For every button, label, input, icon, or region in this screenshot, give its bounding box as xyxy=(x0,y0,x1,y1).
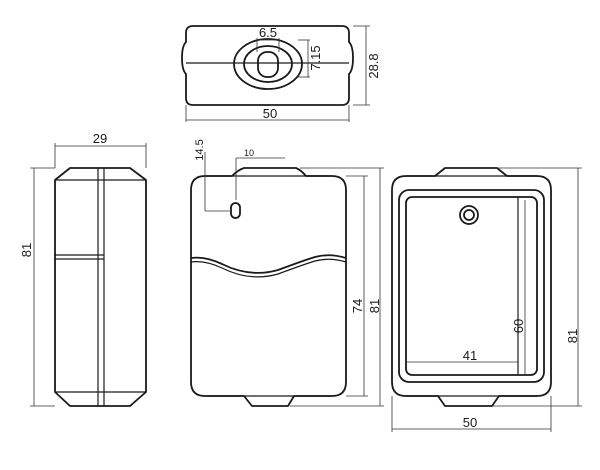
dim-label-front-hole-offset-x: 10 xyxy=(244,148,254,158)
top-view-outer-boss xyxy=(233,38,303,90)
back-view-rim-inner xyxy=(405,196,538,376)
front-view: 14.5 10 74 81 xyxy=(190,139,384,407)
dim-label-side-depth: 29 xyxy=(93,131,107,146)
dim-label-back-width: 50 xyxy=(463,415,477,430)
dim-label-back-inner-width: 41 xyxy=(463,348,477,363)
back-view-screw-inner xyxy=(463,209,475,221)
dim-label-top-slot-width: 6.5 xyxy=(259,25,277,40)
top-view-slot xyxy=(257,51,279,78)
dim-label-top-width: 50 xyxy=(263,106,277,121)
dim-label-back-inner-height: 60 xyxy=(511,319,526,333)
top-view: 6.5 7.15 28.8 50 xyxy=(181,25,381,122)
dim-label-back-total-height: 81 xyxy=(565,329,580,343)
front-view-cover-curve-inner xyxy=(190,258,347,278)
dim-label-top-slot-height: 7.15 xyxy=(308,45,323,70)
side-view: 29 81 xyxy=(19,131,147,407)
dim-label-front-body-height: 74 xyxy=(350,299,365,313)
dim-label-top-depth: 28.8 xyxy=(366,53,381,78)
dim-label-side-height: 81 xyxy=(19,243,34,257)
front-view-mount-hole xyxy=(230,202,241,219)
front-view-outline xyxy=(190,167,347,407)
top-view-outline xyxy=(181,25,354,106)
back-view-rim-outer xyxy=(398,189,545,383)
back-view-screw-outer xyxy=(459,205,479,225)
back-view: 41 60 81 50 xyxy=(391,167,582,432)
back-view-outline xyxy=(391,167,552,407)
top-view-inner-boss xyxy=(243,45,293,83)
front-view-cover-curve xyxy=(190,254,347,274)
side-view-outline xyxy=(54,167,147,407)
dim-label-front-hole-offset-y: 14.5 xyxy=(194,139,206,160)
dim-label-front-total-height: 81 xyxy=(367,299,382,313)
